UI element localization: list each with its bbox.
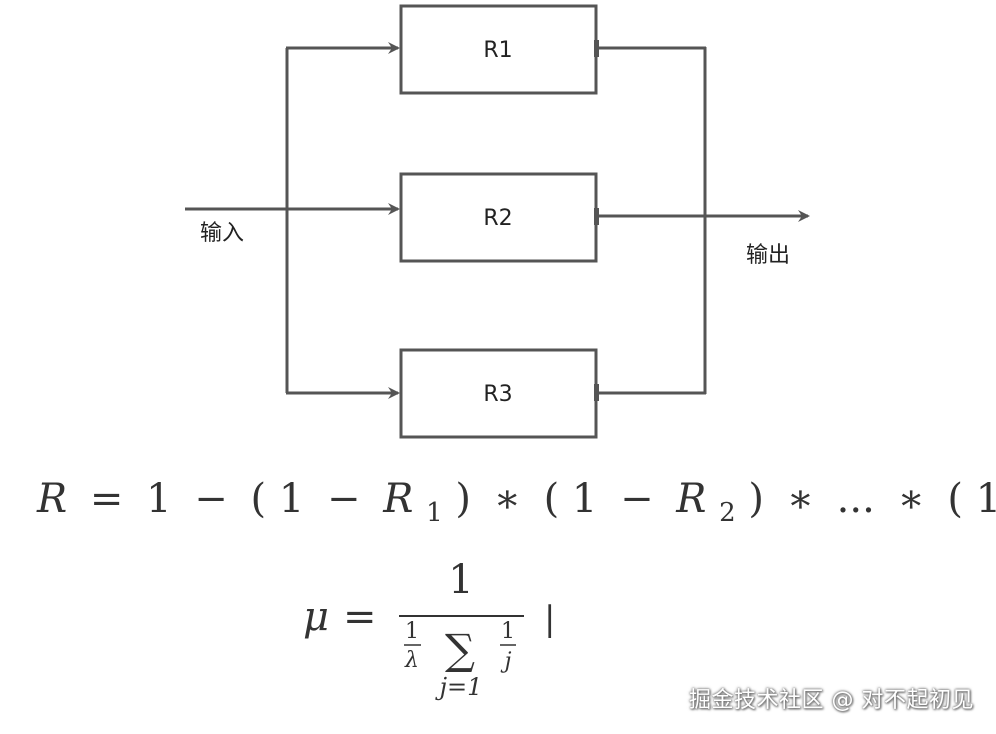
- output-label: 输出: [746, 243, 790, 268]
- block-r3-label: R3: [483, 382, 512, 407]
- formula-mu-lhs: μ: [303, 594, 329, 640]
- frac-1-lambda-den: λ: [404, 648, 419, 673]
- port-r2: [594, 208, 599, 225]
- watermark: 掘金技术社区 @ 对不起初见: [689, 688, 974, 713]
- sum-symbol: ∑: [445, 625, 475, 674]
- block-r2-label: R2: [483, 206, 512, 231]
- formula-reliability: R = 1 − ( 1 − R 1 ) ∗ ( 1 − R 2 ) ∗ ... …: [36, 476, 996, 531]
- formula-mu: μ = 1 1 λ ∑ j=1 1 j |: [303, 557, 555, 701]
- formula-mu-numerator: 1: [448, 557, 473, 603]
- port-r1: [594, 40, 599, 57]
- frac-1-j-den: j: [500, 649, 512, 674]
- formula-r-eq: =: [90, 476, 124, 522]
- block-r3: R3: [399, 348, 598, 439]
- input-label: 输入: [200, 221, 244, 246]
- frac-1-j-num: 1: [501, 619, 515, 644]
- formula-r-lhs: R: [36, 476, 67, 522]
- block-r1-label: R1: [483, 38, 512, 63]
- formula-mu-eq: =: [343, 594, 377, 640]
- text-cursor: |: [544, 599, 555, 639]
- port-r3: [594, 384, 599, 401]
- block-r1: R1: [399, 4, 598, 95]
- svg-text:R = 1 −: R = 1 − ( 1 − R 1 ) ∗ ( 1 − R 2 ) ∗ ... …: [36, 476, 996, 531]
- sum-lower-limit: j=1: [435, 673, 483, 701]
- frac-1-lambda-num: 1: [405, 619, 419, 644]
- block-r2: R2: [399, 172, 598, 263]
